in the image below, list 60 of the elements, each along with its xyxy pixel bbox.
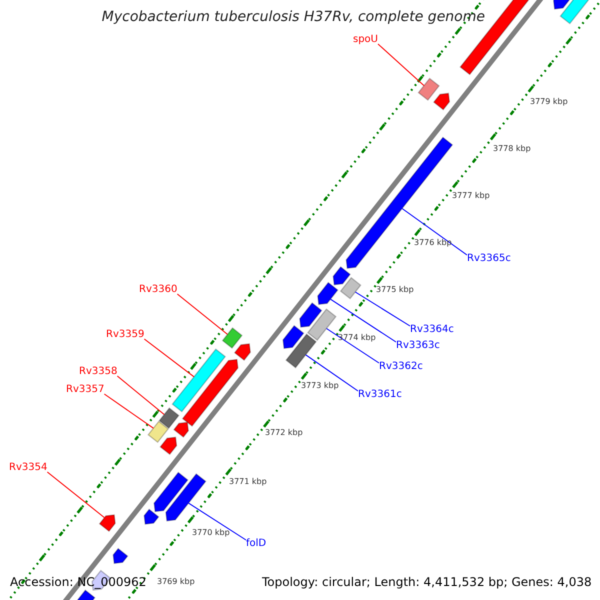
- leader-line: [354, 292, 410, 326]
- leader-line: [188, 502, 246, 540]
- tick-label: 3771 kbp: [229, 478, 267, 486]
- gene-label: Rv3357: [66, 385, 104, 395]
- gene-block: [285, 333, 317, 368]
- tick-label: 3779 kbp: [530, 98, 568, 106]
- tick-label: 3776 kbp: [414, 239, 452, 247]
- gene-block: [222, 327, 243, 349]
- gene-marker: [299, 302, 322, 328]
- gene-marker: [317, 282, 339, 306]
- info-text: Accession: NC_000962: [10, 576, 146, 588]
- gene-marker: [182, 358, 239, 427]
- gene-label: Rv3358: [79, 367, 118, 377]
- gene-marker: [346, 136, 454, 269]
- gene-block: [418, 78, 440, 101]
- gene-label: folD: [246, 539, 266, 549]
- gene-label: Rv3360: [139, 285, 178, 295]
- gene-block: [340, 276, 362, 300]
- leader-line: [116, 376, 165, 415]
- gene-label: spoU: [353, 35, 378, 45]
- leader-line: [144, 338, 194, 378]
- gene-label: Rv3361c: [358, 390, 402, 400]
- leader-line: [378, 44, 424, 86]
- tick-label: 3772 kbp: [265, 429, 303, 437]
- gene-marker: [159, 436, 178, 456]
- leader-line: [402, 208, 468, 256]
- gene-label: Rv3359: [106, 330, 144, 340]
- leader-line: [104, 394, 154, 429]
- leader-line: [46, 472, 105, 518]
- gene-block: [172, 348, 226, 412]
- gene-label: Rv3365c: [467, 254, 511, 264]
- info-text: Topology: circular; Length: 4,411,532 bp; Genes: 4,038: [262, 576, 592, 588]
- gene-marker: [112, 548, 128, 564]
- gene-marker: [173, 422, 189, 438]
- gene-marker: [154, 472, 189, 512]
- gene-label: Rv3363c: [396, 341, 440, 351]
- tick-label: 3775 kbp: [376, 286, 414, 294]
- gene-marker: [332, 266, 351, 286]
- leader-line: [176, 294, 228, 335]
- tick-label: 3773 kbp: [301, 382, 339, 390]
- gene-marker: [144, 508, 160, 525]
- gene-marker: [282, 324, 304, 349]
- gene-label: Rv3354: [9, 463, 48, 473]
- gene-marker: [98, 514, 116, 532]
- map-title: Mycobacterium tuberculosis H37Rv, complete genome: [102, 10, 485, 24]
- gene-block: [147, 420, 170, 444]
- gene-label: Rv3362c: [379, 362, 423, 372]
- gene-label: Rv3364c: [410, 325, 454, 335]
- gene-marker: [76, 589, 96, 600]
- gene-marker: [234, 343, 251, 361]
- tick-label: 3778 kbp: [493, 145, 531, 153]
- leader-line: [330, 298, 396, 342]
- leader-line: [326, 328, 380, 364]
- tick-label: 3770 kbp: [192, 529, 230, 537]
- tick-label: 3769 kbp: [157, 578, 195, 586]
- gene-block: [306, 308, 337, 341]
- gene-marker: [165, 473, 207, 522]
- leader-line: [305, 354, 358, 392]
- tick-label: 3774 kbp: [338, 334, 376, 342]
- gene-marker: [432, 92, 450, 110]
